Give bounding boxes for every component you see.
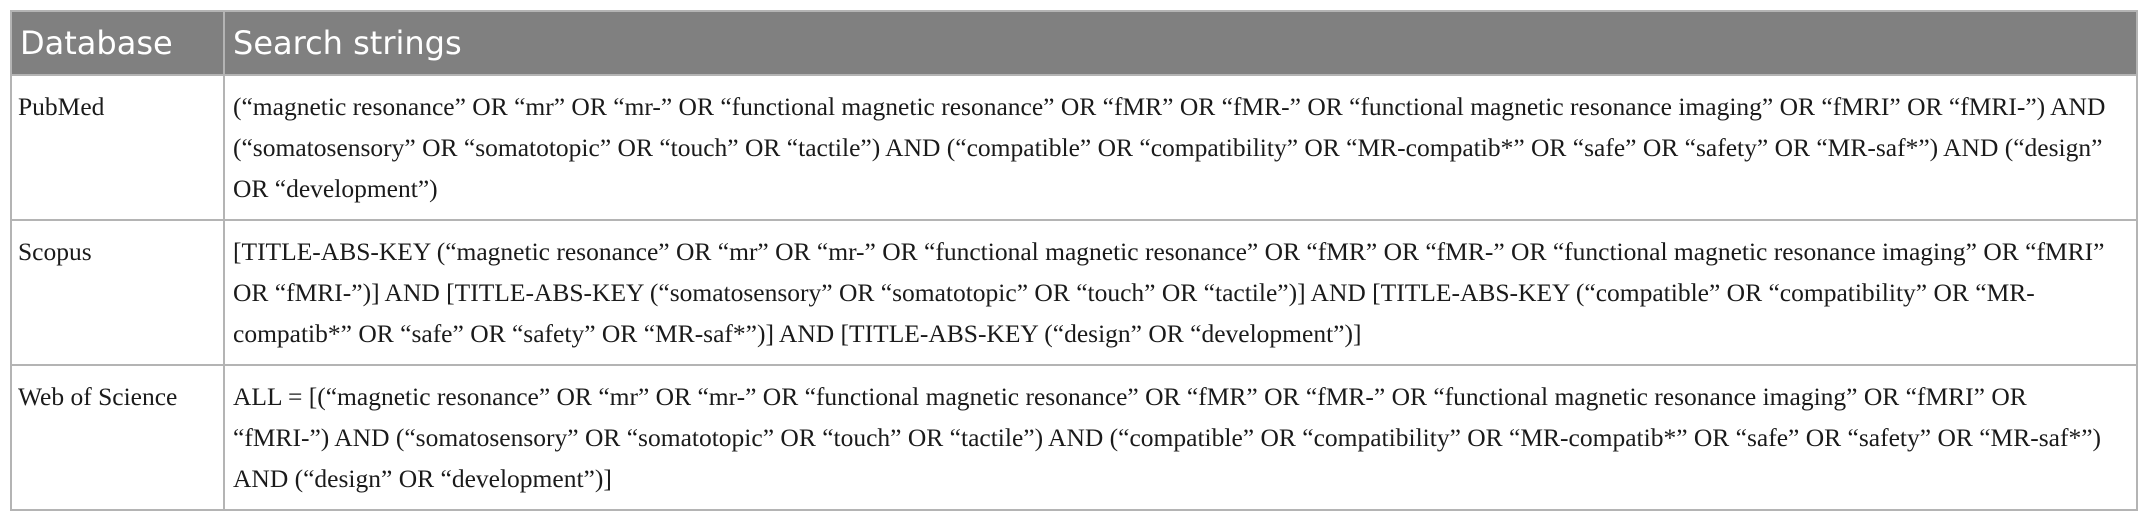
table-body: PubMed (“magnetic resonance” OR “mr” OR … [10,74,2138,511]
search-string-cell: ALL = [(“magnetic resonance” OR “mr” OR … [223,364,2138,511]
table-header: Database Search strings [10,10,2138,76]
header-row: Database Search strings [10,10,2138,76]
column-header-search-strings: Search strings [223,10,2138,76]
database-cell: Web of Science [10,364,225,511]
table-row: PubMed (“magnetic resonance” OR “mr” OR … [10,74,2138,221]
database-cell: PubMed [10,74,225,221]
table-row: Scopus [TITLE-ABS-KEY (“magnetic resonan… [10,219,2138,366]
search-string-cell: (“magnetic resonance” OR “mr” OR “mr-” O… [223,74,2138,221]
database-cell: Scopus [10,219,225,366]
table-row: Web of Science ALL = [(“magnetic resonan… [10,364,2138,511]
search-strings-table-container: Database Search strings PubMed (“magneti… [10,10,2138,511]
search-string-cell: [TITLE-ABS-KEY (“magnetic resonance” OR … [223,219,2138,366]
search-strings-table: Database Search strings PubMed (“magneti… [10,10,2138,511]
column-header-database: Database [10,10,225,76]
